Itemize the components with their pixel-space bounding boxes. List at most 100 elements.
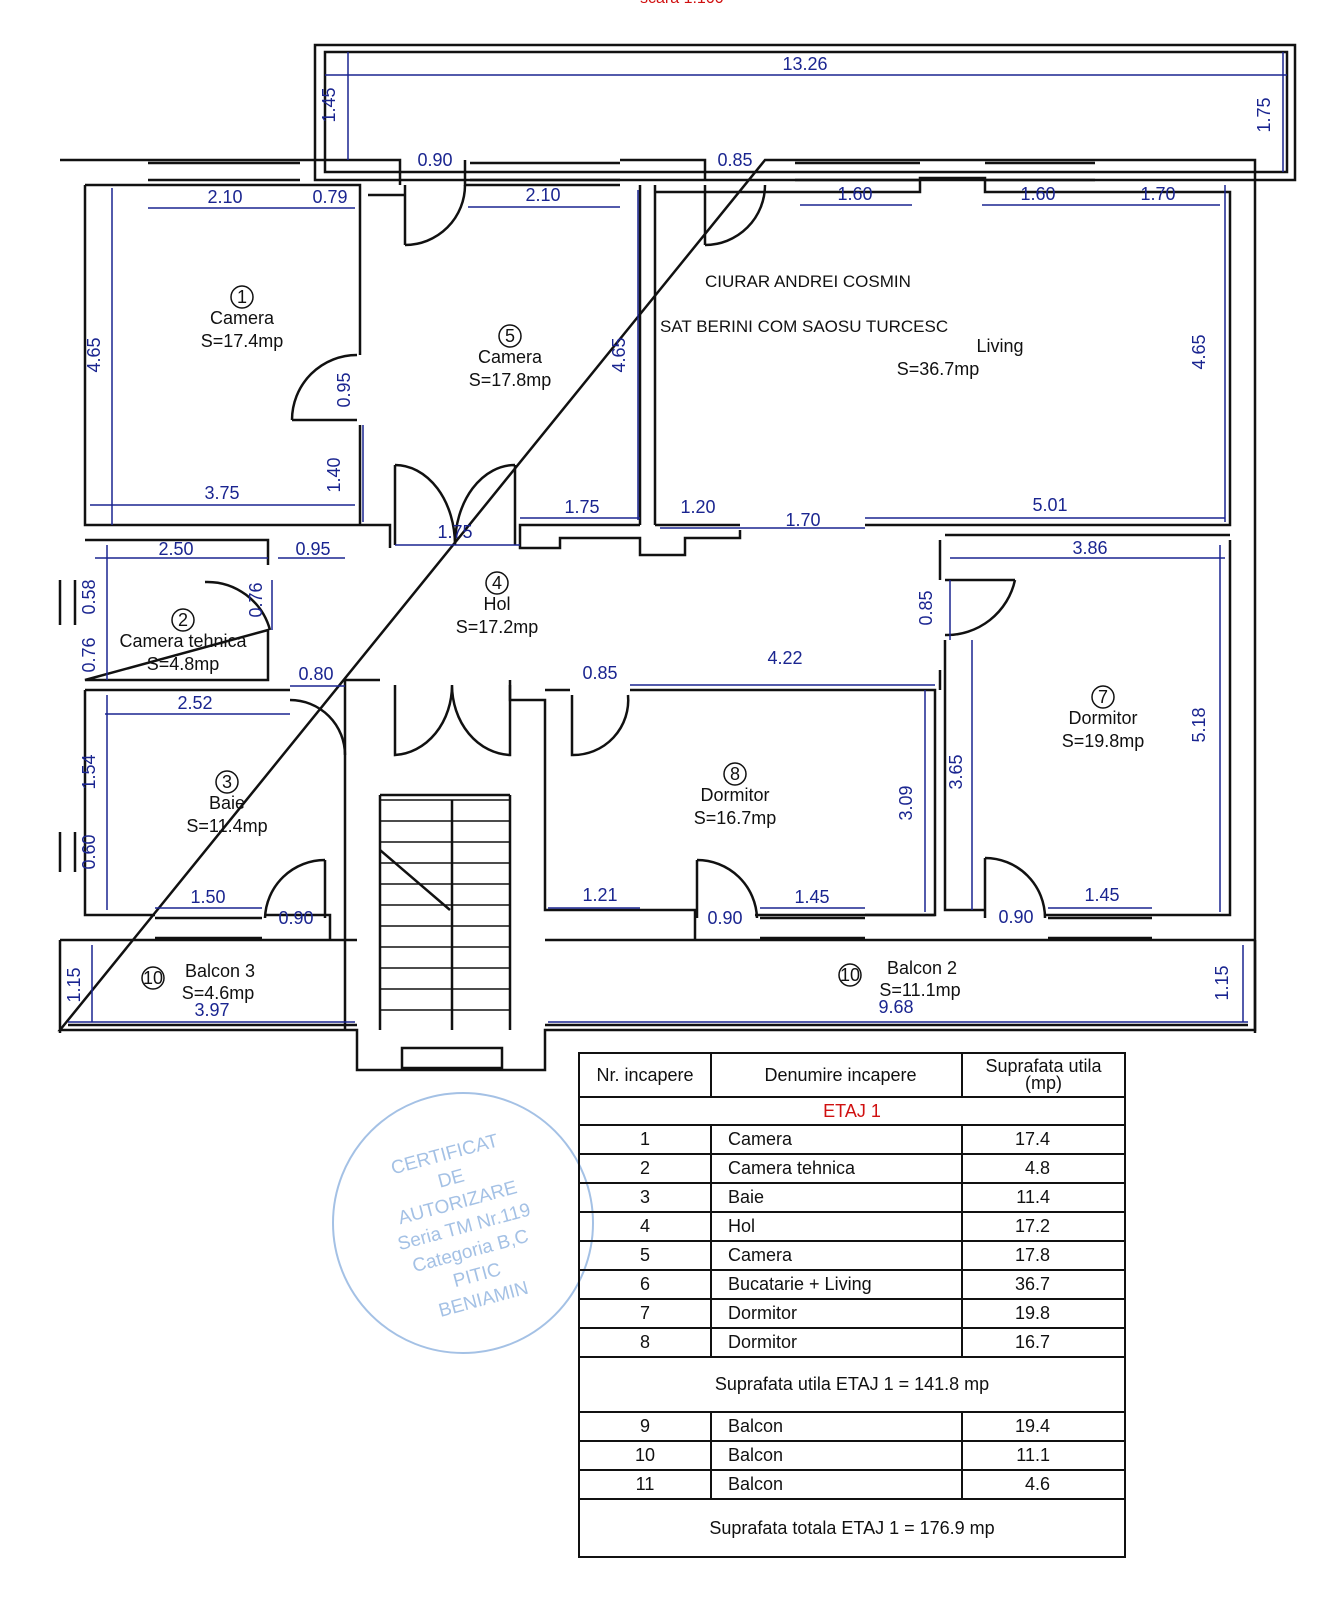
dimension-label: 1.21 xyxy=(582,885,617,905)
room-number: 1 xyxy=(237,287,247,307)
dimension-label: 0.95 xyxy=(334,372,354,407)
room-number-cell: 10 xyxy=(578,1440,712,1471)
room-name-cell: Camera tehnica xyxy=(710,1153,963,1184)
dimension-label: 2.52 xyxy=(177,693,212,713)
dimension-label: 1.75 xyxy=(1254,97,1274,132)
dimension-label: 3.09 xyxy=(896,785,916,820)
dimension-label: 5.18 xyxy=(1189,707,1209,742)
room-number-circle xyxy=(215,770,239,794)
room-area: S=11.1mp xyxy=(879,980,960,1000)
area-table: Nr. incapere Denumire incapere Suprafata… xyxy=(578,1052,1126,1558)
room-area: S=36.7mp xyxy=(897,359,980,379)
section-label: ETAJ 1 xyxy=(578,1096,1126,1126)
owner-address: SAT BERINI COM SAOSU TURCESC xyxy=(660,317,949,336)
room-area-cell: 4.6 xyxy=(961,1469,1126,1500)
dimension-label: 0.85 xyxy=(717,150,752,170)
dimension-label: 5.01 xyxy=(1032,495,1067,515)
header-area: Suprafata utila (mp) xyxy=(961,1052,1126,1098)
room-number-cell: 1 xyxy=(578,1124,712,1155)
dimension-label: 13.26 xyxy=(782,54,827,74)
dimension-label: 1.45 xyxy=(319,87,339,122)
dimension-label: 1.45 xyxy=(794,887,829,907)
owner-name: CIURAR ANDREI COSMIN xyxy=(705,272,911,291)
dimension-lines xyxy=(68,52,1287,1023)
dimension-label: 0.95 xyxy=(295,539,330,559)
dimension-label: 0.60 xyxy=(79,834,99,869)
room-area: S=17.4mp xyxy=(201,331,284,351)
dimension-label: 1.70 xyxy=(785,510,820,530)
room-number-circle xyxy=(838,963,862,987)
room-number: 5 xyxy=(505,326,515,346)
dimension-label: 1.70 xyxy=(1140,184,1175,204)
dimension-label: 3.86 xyxy=(1072,538,1107,558)
dimension-label: 1.15 xyxy=(1212,965,1232,1000)
room-area: S=16.7mp xyxy=(694,808,777,828)
room-name-cell: Baie xyxy=(710,1182,963,1213)
room-number-cell: 9 xyxy=(578,1411,712,1442)
room-area-cell: 17.8 xyxy=(961,1240,1126,1271)
room-number: 2 xyxy=(178,610,188,630)
room-name-cell: Camera xyxy=(710,1240,963,1271)
header-nr: Nr. incapere xyxy=(578,1052,712,1098)
header-name: Denumire incapere xyxy=(710,1052,963,1098)
room-number-cell: 8 xyxy=(578,1327,712,1358)
room-area: S=17.2mp xyxy=(456,617,539,637)
dimension-label: 0.80 xyxy=(298,664,333,684)
subtotal: Suprafata utila ETAJ 1 = 141.8 mp xyxy=(578,1356,1126,1413)
dimension-label: 2.50 xyxy=(158,539,193,559)
room-number: 10 xyxy=(143,968,163,988)
room-number: 7 xyxy=(1098,687,1108,707)
dimension-label: 0.76 xyxy=(246,582,266,617)
dimension-label: 4.22 xyxy=(767,648,802,668)
scale-label: scara 1:100 xyxy=(640,0,724,8)
dimension-label: 1.75 xyxy=(437,522,472,542)
dimension-label: 3.65 xyxy=(946,754,966,789)
room-name-cell: Camera xyxy=(710,1124,963,1155)
room-name: Living xyxy=(976,336,1023,356)
room-number-cell: 2 xyxy=(578,1153,712,1184)
room-number-circle xyxy=(1091,685,1115,709)
dimension-label: 1.60 xyxy=(1020,184,1055,204)
dimension-label: 1.45 xyxy=(1084,885,1119,905)
dimension-label: 1.40 xyxy=(324,457,344,492)
room-number: 8 xyxy=(730,764,740,784)
room-number-cell: 7 xyxy=(578,1298,712,1329)
room-area: S=19.8mp xyxy=(1062,731,1145,751)
dimension-label: 4.65 xyxy=(1189,334,1209,369)
dimension-label: 0.90 xyxy=(278,908,313,928)
room-name-cell: Balcon xyxy=(710,1440,963,1471)
room-number-circle xyxy=(230,285,254,309)
room-area-cell: 19.8 xyxy=(961,1298,1126,1329)
room-number-cell: 6 xyxy=(578,1269,712,1300)
room-name: Hol xyxy=(483,594,510,614)
room-number-cell: 4 xyxy=(578,1211,712,1242)
room-number: 4 xyxy=(492,573,502,593)
dimension-label: 1.50 xyxy=(190,887,225,907)
dimension-label: 1.54 xyxy=(79,754,99,789)
dimension-label: 0.79 xyxy=(312,187,347,207)
room-name-cell: Bucatarie + Living xyxy=(710,1269,963,1300)
room-name: Baie xyxy=(209,793,245,813)
room-area-cell: 16.7 xyxy=(961,1327,1126,1358)
room-name: Balcon 2 xyxy=(887,958,957,978)
room-name-cell: Hol xyxy=(710,1211,963,1242)
room-number-cell: 11 xyxy=(578,1469,712,1500)
total: Suprafata totala ETAJ 1 = 176.9 mp xyxy=(578,1498,1126,1558)
dimension-label: 1.15 xyxy=(64,967,84,1002)
room-area-cell: 19.4 xyxy=(961,1411,1126,1442)
dimension-label: 1.75 xyxy=(564,497,599,517)
dimension-label: 4.65 xyxy=(84,337,104,372)
room-number-circle xyxy=(723,762,747,786)
room-area-cell: 17.4 xyxy=(961,1124,1126,1155)
